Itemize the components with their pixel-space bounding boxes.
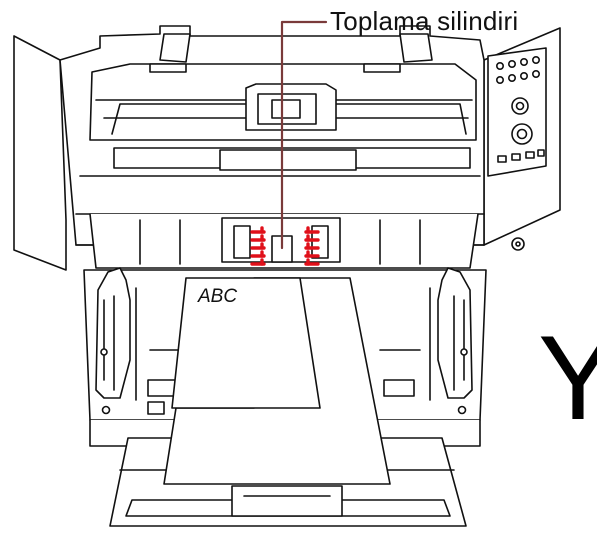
paper-sheet-front	[172, 278, 320, 408]
side-guide-left	[96, 268, 130, 398]
pick-roller-label: Toplama silindiri	[330, 6, 519, 36]
marker-letter: Y	[538, 311, 597, 445]
lid-front-bar	[220, 150, 356, 170]
callout-leader-line	[282, 22, 326, 248]
scanner-left-side	[14, 36, 66, 270]
top-guide-right	[400, 34, 432, 62]
side-guide-right	[438, 268, 472, 398]
pick-roller-highlight	[252, 228, 318, 268]
top-guide-left	[160, 34, 190, 62]
document-text: ABC	[198, 286, 238, 307]
